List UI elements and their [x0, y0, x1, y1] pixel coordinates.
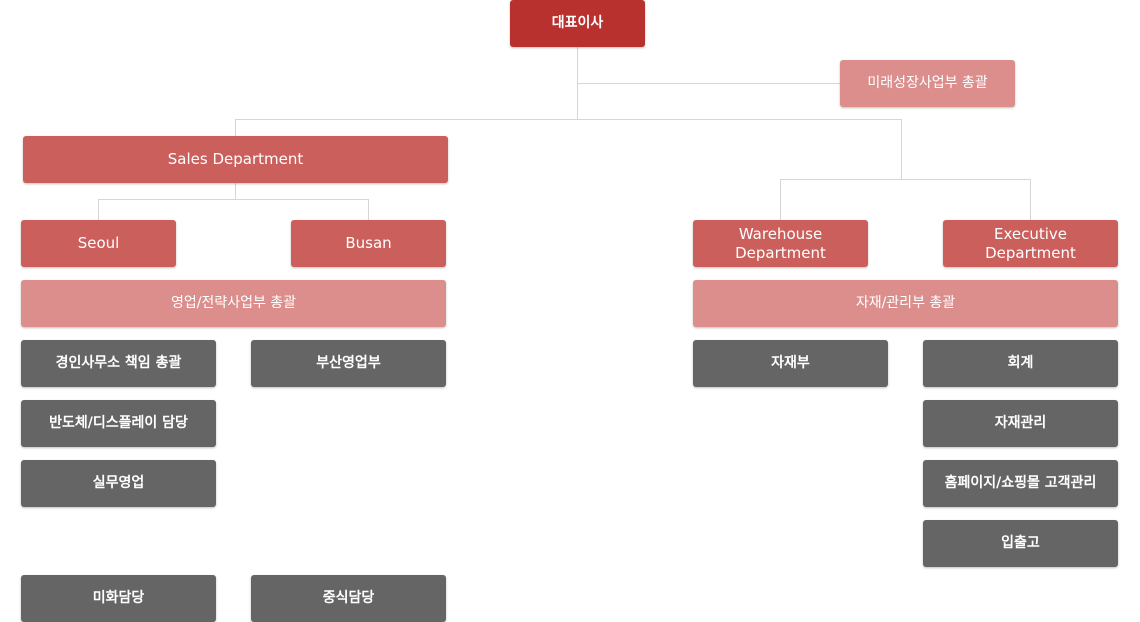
- unit-cleaning: 미화담당: [21, 575, 216, 622]
- connector-sales-trunk: [235, 182, 236, 199]
- sales-strategy-division-box: 영업/전략사업부 총괄: [21, 280, 446, 327]
- connector-main-horizontal: [235, 119, 902, 120]
- unit-label: 자재부: [771, 355, 810, 371]
- sales-department-label: Sales Department: [167, 150, 304, 168]
- unit-homepage-customer: 홈페이지/쇼핑몰 고객관리: [923, 460, 1118, 507]
- sales-strategy-division-label: 영업/전략사업부 총괄: [170, 295, 297, 311]
- unit-materials-management: 자재관리: [923, 400, 1118, 447]
- connector-sales-horizontal: [98, 199, 369, 200]
- connector-future-growth: [577, 83, 840, 84]
- future-growth-division-box: 미래성장사업부 총괄: [840, 60, 1015, 107]
- sales-department-box: Sales Department: [23, 136, 448, 183]
- materials-management-division-box: 자재/관리부 총괄: [693, 280, 1118, 327]
- unit-label: 홈페이지/쇼핑몰 고객관리: [944, 475, 1097, 491]
- ceo-label: 대표이사: [551, 15, 604, 31]
- warehouse-department-box: Warehouse Department: [693, 220, 868, 267]
- connector-busan-drop: [368, 199, 369, 220]
- busan-label: Busan: [345, 234, 392, 252]
- unit-label: 실무영업: [92, 475, 145, 491]
- unit-accounting: 회계: [923, 340, 1118, 387]
- connector-sales-drop: [235, 119, 236, 136]
- unit-label: 반도체/디스플레이 담당: [49, 415, 188, 431]
- ceo-box: 대표이사: [510, 0, 645, 47]
- connector-right-horizontal: [780, 179, 1031, 180]
- unit-label: 미화담당: [92, 590, 145, 606]
- unit-practical-sales: 실무영업: [21, 460, 216, 507]
- unit-gyeongin-office: 경인사무소 책임 총괄: [21, 340, 216, 387]
- seoul-label: Seoul: [77, 234, 120, 252]
- seoul-box: Seoul: [21, 220, 176, 267]
- unit-lunch: 중식담당: [251, 575, 446, 622]
- executive-department-box: Executive Department: [943, 220, 1118, 267]
- future-growth-division-label: 미래성장사업부 총괄: [867, 75, 988, 91]
- unit-label: 부산영업부: [316, 355, 381, 371]
- unit-label: 경인사무소 책임 총괄: [55, 355, 182, 371]
- unit-materials: 자재부: [693, 340, 888, 387]
- unit-shipping: 입출고: [923, 520, 1118, 567]
- unit-label: 입출고: [1001, 535, 1040, 551]
- unit-semiconductor-display: 반도체/디스플레이 담당: [21, 400, 216, 447]
- connector-right-drop: [901, 119, 902, 179]
- unit-busan-sales: 부산영업부: [251, 340, 446, 387]
- unit-label: 중식담당: [322, 590, 375, 606]
- executive-department-label: Executive Department: [985, 224, 1076, 262]
- unit-label: 회계: [1007, 355, 1034, 371]
- materials-management-division-label: 자재/관리부 총괄: [855, 295, 956, 311]
- connector-executive-drop: [1030, 179, 1031, 220]
- connector-seoul-drop: [98, 199, 99, 220]
- unit-label: 자재관리: [994, 415, 1047, 431]
- warehouse-department-label: Warehouse Department: [735, 224, 826, 262]
- busan-box: Busan: [291, 220, 446, 267]
- connector-warehouse-drop: [780, 179, 781, 220]
